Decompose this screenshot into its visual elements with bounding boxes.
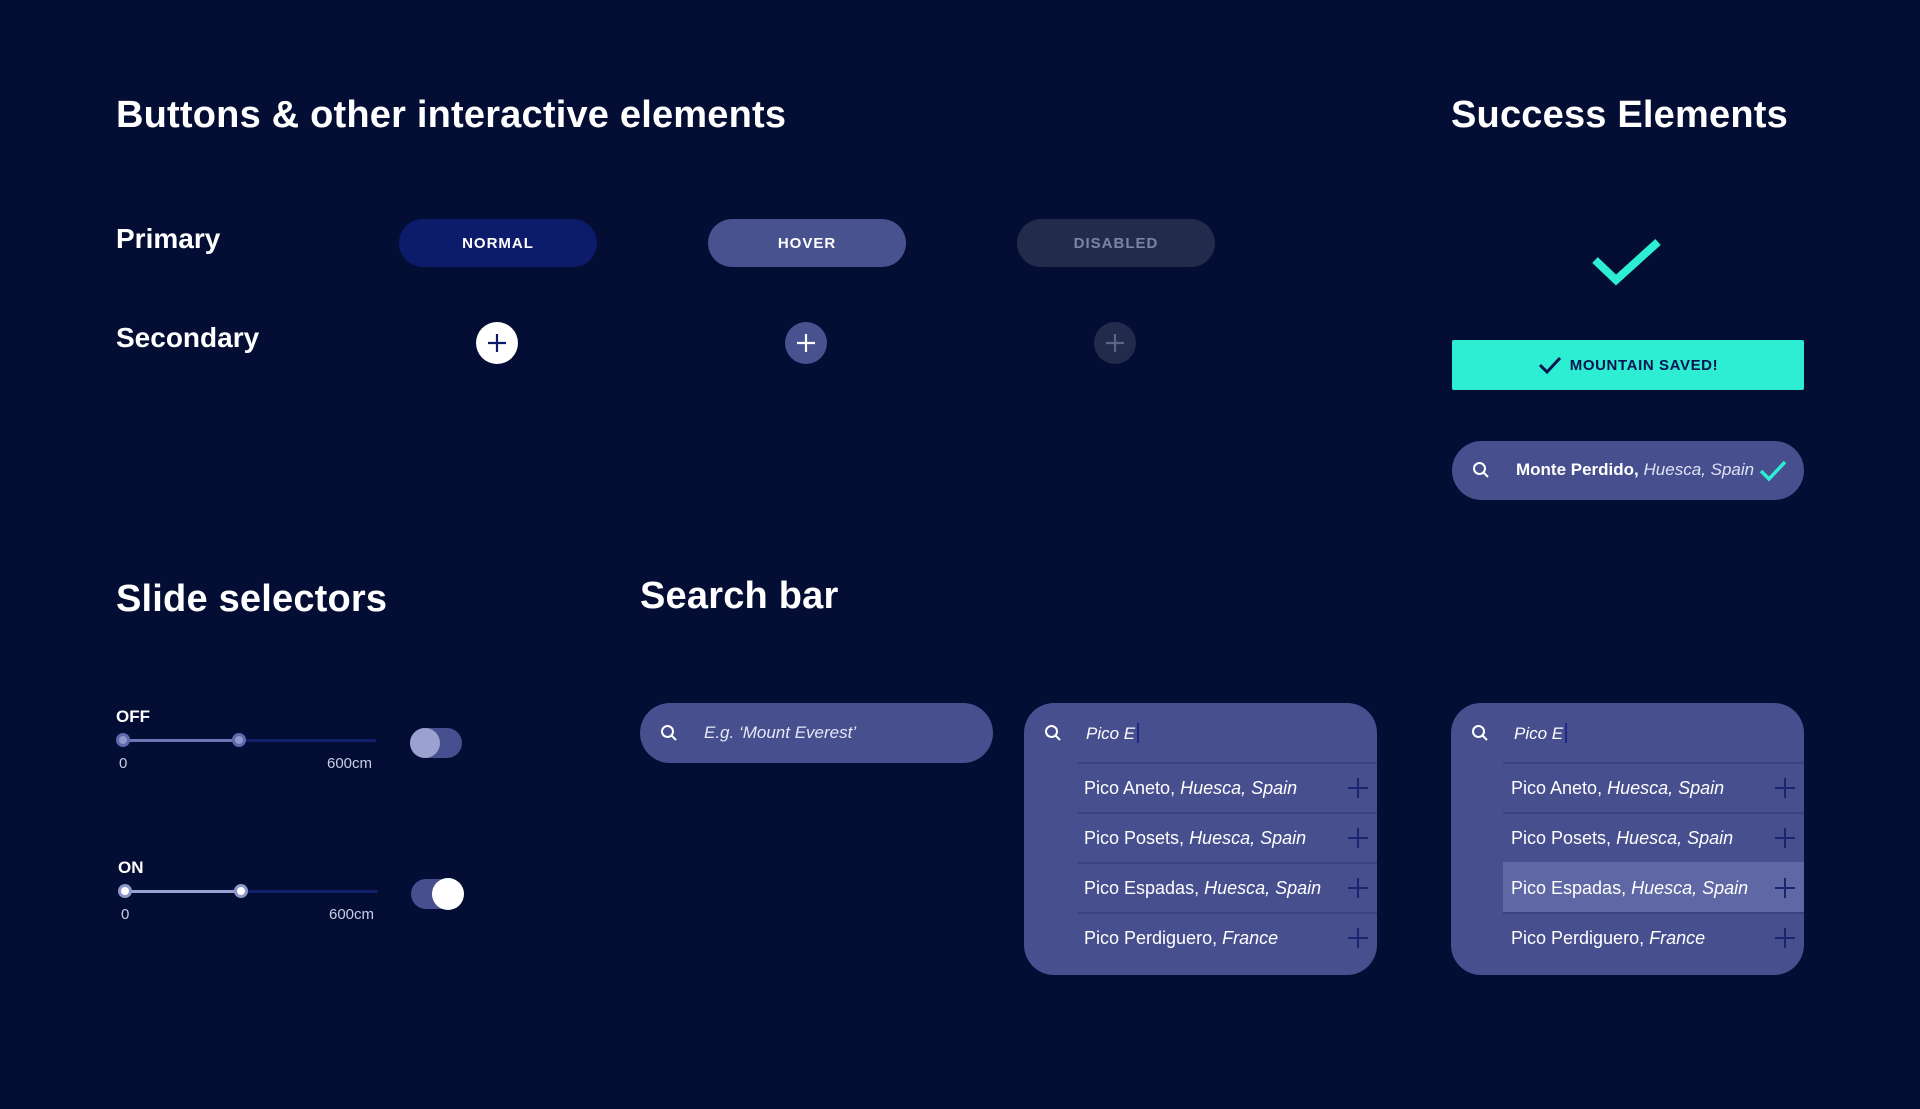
search-result-item[interactable]: Pico Aneto, Huesca, Spain [1078, 762, 1377, 812]
slider-off-track [123, 739, 376, 742]
search-result-text: Pico Espadas, Huesca, Spain [1511, 878, 1748, 899]
secondary-hover-add-button[interactable] [785, 322, 827, 364]
search-result-item[interactable]: Pico Posets, Huesca, Spain [1503, 812, 1804, 862]
result-location: Huesca, Spain [1204, 877, 1322, 898]
saved-result-name: Monte Perdido, [1516, 460, 1639, 479]
primary-row-label: Primary [116, 223, 221, 254]
slider-off[interactable] [116, 730, 376, 750]
result-name: Pico Perdiguero, [1511, 927, 1645, 948]
toggle-on-knob [432, 878, 464, 910]
buttons-section-title: Buttons & other interactive elements [116, 94, 787, 136]
slider-off-title: OFF [116, 707, 150, 726]
saved-search-bar[interactable]: Monte Perdido, Huesca, Spain [1452, 441, 1804, 500]
add-icon[interactable] [1347, 777, 1369, 799]
search-result-text: Pico Espadas, Huesca, Spain [1084, 878, 1321, 899]
text-caret [1137, 723, 1140, 743]
result-name: Pico Espadas, [1511, 877, 1627, 898]
add-icon[interactable] [1347, 877, 1369, 899]
result-location: Huesca, Spain [1631, 877, 1749, 898]
plus-icon [797, 334, 815, 352]
add-icon[interactable] [1347, 927, 1369, 949]
secondary-normal-add-button[interactable] [476, 322, 518, 364]
result-name: Pico Espadas, [1084, 877, 1200, 898]
search-icon [1473, 462, 1489, 478]
search-result-item[interactable]: Pico Espadas, Huesca, Spain [1078, 862, 1377, 912]
result-location: Huesca, Spain [1180, 777, 1298, 798]
search-result-item[interactable]: Pico Perdiguero, France [1078, 912, 1377, 962]
search-section-title: Search bar [640, 575, 839, 617]
result-name: Pico Posets, [1511, 827, 1612, 848]
saved-result-location: Huesca, Spain [1643, 460, 1755, 479]
result-location: France [1222, 927, 1279, 948]
add-icon[interactable] [1774, 827, 1796, 849]
add-icon[interactable] [1774, 927, 1796, 949]
toggle-on[interactable] [411, 878, 464, 910]
search-icon [1472, 725, 1488, 741]
slider-on[interactable] [118, 881, 378, 901]
search-result-text: Pico Posets, Huesca, Spain [1511, 828, 1733, 849]
plus-icon [1106, 334, 1124, 352]
search-result-text: Pico Perdiguero, France [1084, 928, 1278, 949]
plus-icon [488, 334, 506, 352]
result-location: France [1649, 927, 1706, 948]
add-icon[interactable] [1347, 827, 1369, 849]
search-result-text: Pico Posets, Huesca, Spain [1084, 828, 1306, 849]
add-icon[interactable] [1774, 777, 1796, 799]
search-result-text: Pico Aneto, Huesca, Spain [1084, 778, 1297, 799]
slider-on-title: ON [118, 858, 144, 877]
search-dropdown-hover[interactable]: Pico E Pico Aneto, Huesca, Spain Pico Po… [1451, 703, 1804, 975]
slider-off-max-handle[interactable] [232, 733, 246, 747]
search-result-item[interactable]: Pico Aneto, Huesca, Spain [1503, 762, 1804, 812]
search-dropdown[interactable]: Pico E Pico Aneto, Huesca, Spain Pico Po… [1024, 703, 1377, 975]
search-result-text: Pico Perdiguero, France [1511, 928, 1705, 949]
result-name: Pico Aneto, [1511, 777, 1603, 798]
result-location: Huesca, Spain [1189, 827, 1307, 848]
slider-on-max-handle[interactable] [234, 884, 248, 898]
toggle-off-knob [410, 728, 440, 758]
result-name: Pico Aneto, [1084, 777, 1176, 798]
result-name: Pico Posets, [1084, 827, 1185, 848]
add-icon[interactable] [1774, 877, 1796, 899]
primary-hover-button[interactable]: HOVER [708, 219, 906, 267]
search-bar-empty[interactable]: E.g. ‘Mount Everest’ [640, 703, 993, 763]
secondary-disabled-add-button [1094, 322, 1136, 364]
search-query: Pico E [1086, 724, 1136, 743]
slider-on-track [125, 890, 378, 893]
success-section-title: Success Elements [1451, 94, 1788, 136]
search-placeholder: E.g. ‘Mount Everest’ [704, 723, 857, 742]
result-location: Huesca, Spain [1616, 827, 1734, 848]
check-icon [1538, 356, 1561, 375]
slider-on-min-label: 0 [121, 906, 130, 923]
slider-off-fill [123, 739, 239, 742]
search-icon [661, 725, 677, 741]
search-query: Pico E [1514, 724, 1564, 743]
primary-disabled-button: DISABLED [1017, 219, 1215, 267]
slider-on-min-handle[interactable] [118, 884, 132, 898]
slider-off-max-label: 600cm [327, 755, 373, 772]
search-result-item-hovered[interactable]: Pico Espadas, Huesca, Spain [1503, 862, 1804, 912]
search-result-item[interactable]: Pico Perdiguero, France [1503, 912, 1804, 962]
search-result-text: Pico Aneto, Huesca, Spain [1511, 778, 1724, 799]
slider-off-min-handle[interactable] [116, 733, 130, 747]
search-result-item[interactable]: Pico Posets, Huesca, Spain [1078, 812, 1377, 862]
mountain-saved-text: MOUNTAIN SAVED! [1569, 356, 1719, 374]
search-input[interactable]: Pico E [1086, 723, 1140, 744]
result-location: Huesca, Spain [1607, 777, 1725, 798]
search-input[interactable]: Pico E [1514, 723, 1568, 744]
slider-off-min-label: 0 [119, 755, 128, 772]
search-icon [1045, 725, 1061, 741]
secondary-row-label: Secondary [116, 322, 260, 353]
slider-on-max-label: 600cm [329, 906, 375, 923]
text-caret [1565, 723, 1568, 743]
toggle-off[interactable] [410, 728, 462, 758]
slider-on-fill [125, 890, 241, 893]
success-check-icon [1592, 239, 1661, 286]
primary-normal-button[interactable]: NORMAL [399, 219, 597, 267]
saved-result-text: Monte Perdido, Huesca, Spain [1516, 460, 1754, 480]
saved-check-icon [1759, 460, 1787, 482]
slide-section-title: Slide selectors [116, 578, 388, 620]
mountain-saved-banner: MOUNTAIN SAVED! [1452, 340, 1804, 390]
result-name: Pico Perdiguero, [1084, 927, 1218, 948]
